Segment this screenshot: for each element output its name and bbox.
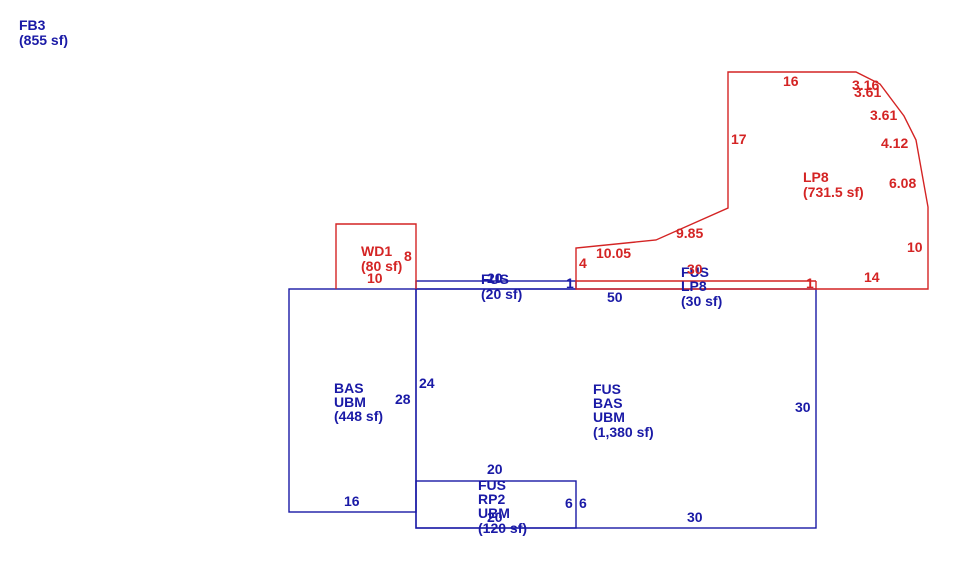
wd1-outline <box>335 223 417 289</box>
dim-lp8-left: 17 <box>731 131 747 147</box>
fus-rp2-ubm-code-2: RP2 <box>478 491 505 507</box>
dim-rp2-bottom: 20 <box>487 509 503 525</box>
wd1-area: (80 sf) <box>361 258 402 274</box>
dim-fus-lp8-width: 30 <box>687 261 703 277</box>
fus-bas-ubm-code-1: FUS <box>593 381 621 397</box>
dim-rp2-right: 6 <box>565 495 573 511</box>
dim-lp8-diag-a: 9.85 <box>676 225 703 241</box>
wd1-code: WD1 <box>361 243 392 259</box>
bas-ubm-code-1: BAS <box>334 380 364 396</box>
fus-lp8-code-1: FUS <box>681 264 709 280</box>
lp8-area: (731.5 sf) <box>803 184 864 200</box>
dim-bas-right: 28 <box>395 391 411 407</box>
dim-lp8-top: 16 <box>783 73 799 89</box>
dim-lp8-bottom: 14 <box>864 269 880 285</box>
fus-lp8-code-2: LP8 <box>681 278 707 294</box>
dim-main-right: 30 <box>795 399 811 415</box>
dim-main-bottom: 30 <box>687 509 703 525</box>
fus-bas-ubm-area: (1,380 sf) <box>593 424 654 440</box>
fus-rp2-ubm-outline <box>415 480 577 529</box>
bas-ubm-code-2: UBM <box>334 394 366 410</box>
dim-main-left: 24 <box>419 375 435 391</box>
dim-lp8-corner-d: 4.12 <box>881 135 908 151</box>
fus-rp2-ubm-code-1: FUS <box>478 477 506 493</box>
dim-lp8-diag-b: 10.05 <box>596 245 631 261</box>
dim-fus-top-side: 1 <box>566 275 574 291</box>
fus-bas-ubm-code-2: BAS <box>593 395 623 411</box>
dim-lp8-corner-b: 3.61 <box>854 84 881 100</box>
dim-bas-bottom: 16 <box>344 493 360 509</box>
dim-wd1-right: 8 <box>404 248 412 264</box>
fus-top-area: (20 sf) <box>481 286 522 302</box>
fus-bas-ubm-code-3: UBM <box>593 409 625 425</box>
fb3-area: (855 sf) <box>19 32 68 48</box>
dim-lp8-step: 4 <box>579 255 587 271</box>
fus-top-code: FUS <box>481 271 509 287</box>
dim-lp8-right: 10 <box>907 239 923 255</box>
dim-fus-top-width: 20 <box>487 270 503 286</box>
dim-wd1-bottom: 10 <box>367 270 383 286</box>
fb3-code: FB3 <box>19 17 46 33</box>
fus-rp2-ubm-code-3: UBM <box>478 505 510 521</box>
bas-ubm-area: (448 sf) <box>334 408 383 424</box>
lp8-outline <box>575 71 929 290</box>
dim-fus-lp8-side: 1 <box>806 275 814 291</box>
dim-main-step: 6 <box>579 495 587 511</box>
fus-rp2-ubm-area: (120 sf) <box>478 520 527 536</box>
dim-lp8-corner-c: 3.61 <box>870 107 897 123</box>
dim-rp2-top: 20 <box>487 461 503 477</box>
fus-lp8-area: (30 sf) <box>681 293 722 309</box>
dim-main-top: 50 <box>607 289 623 305</box>
dim-lp8-corner-e: 6.08 <box>889 175 916 191</box>
dim-lp8-corner-a: 3.16 <box>852 77 879 93</box>
lp8-code: LP8 <box>803 169 829 185</box>
